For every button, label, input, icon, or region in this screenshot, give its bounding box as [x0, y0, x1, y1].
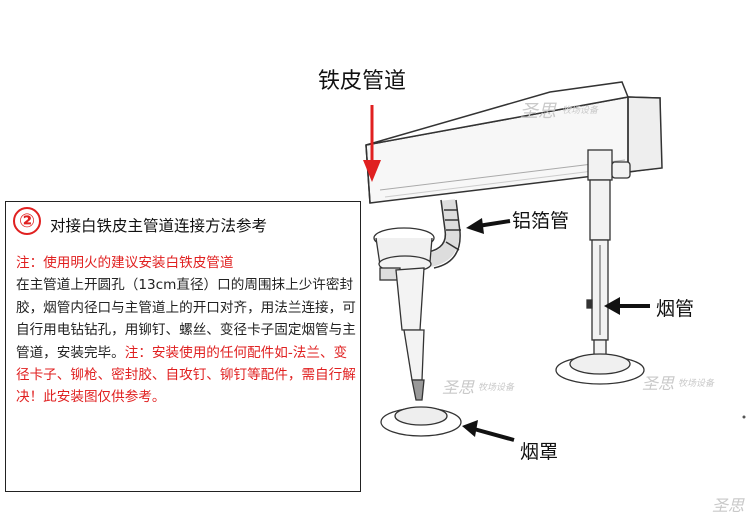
warning-text: 注：安装使用的任何配件如-法兰、变径卡子、铆枪、密封胶、自攻钉、铆钉等配件，需自…: [16, 344, 356, 406]
label-arrows: [462, 218, 650, 442]
label-main-pipe: 铁皮管道: [318, 69, 407, 94]
instructions-text: 在主管道上开圆孔（13cm直径）口的周围抹上少许密封胶，烟管内径口与主管道上的开…: [16, 277, 356, 361]
left-chimney: [373, 227, 462, 437]
watermark-sub: 牧场设备: [478, 383, 515, 393]
watermark-sub: 牧场设备: [562, 106, 599, 116]
step-number-badge: ②: [13, 207, 41, 235]
duct-pointer-arrow: [363, 105, 381, 182]
watermark-brand: 圣思: [520, 101, 556, 122]
foil-elbow-pipe: [427, 199, 461, 269]
label-chimney: 烟管: [656, 298, 695, 320]
instruction-panel: ② 对接白铁皮主管道连接方法参考 注：使用明火的建议安装白铁皮管道 在主管道上开…: [5, 201, 361, 492]
note-label: 注：使用明火的建议安装白铁皮管道: [16, 255, 234, 271]
right-chimney: [555, 149, 645, 385]
watermark-brand: 圣思: [642, 374, 675, 393]
panel-title: 对接白铁皮主管道连接方法参考: [50, 217, 268, 235]
watermark-sub: 牧场设备: [678, 379, 715, 389]
label-hood: 烟罩: [520, 441, 559, 463]
label-foil-pipe: 铝箔管: [512, 210, 570, 232]
watermark-brand: 圣思: [712, 496, 745, 515]
watermark-brand: 圣思: [442, 378, 475, 397]
corner-dot: [742, 415, 746, 419]
panel-body: 注：使用明火的建议安装白铁皮管道 在主管道上开圆孔（13cm直径）口的周围抹上少…: [16, 252, 356, 409]
main-duct: [365, 81, 663, 204]
